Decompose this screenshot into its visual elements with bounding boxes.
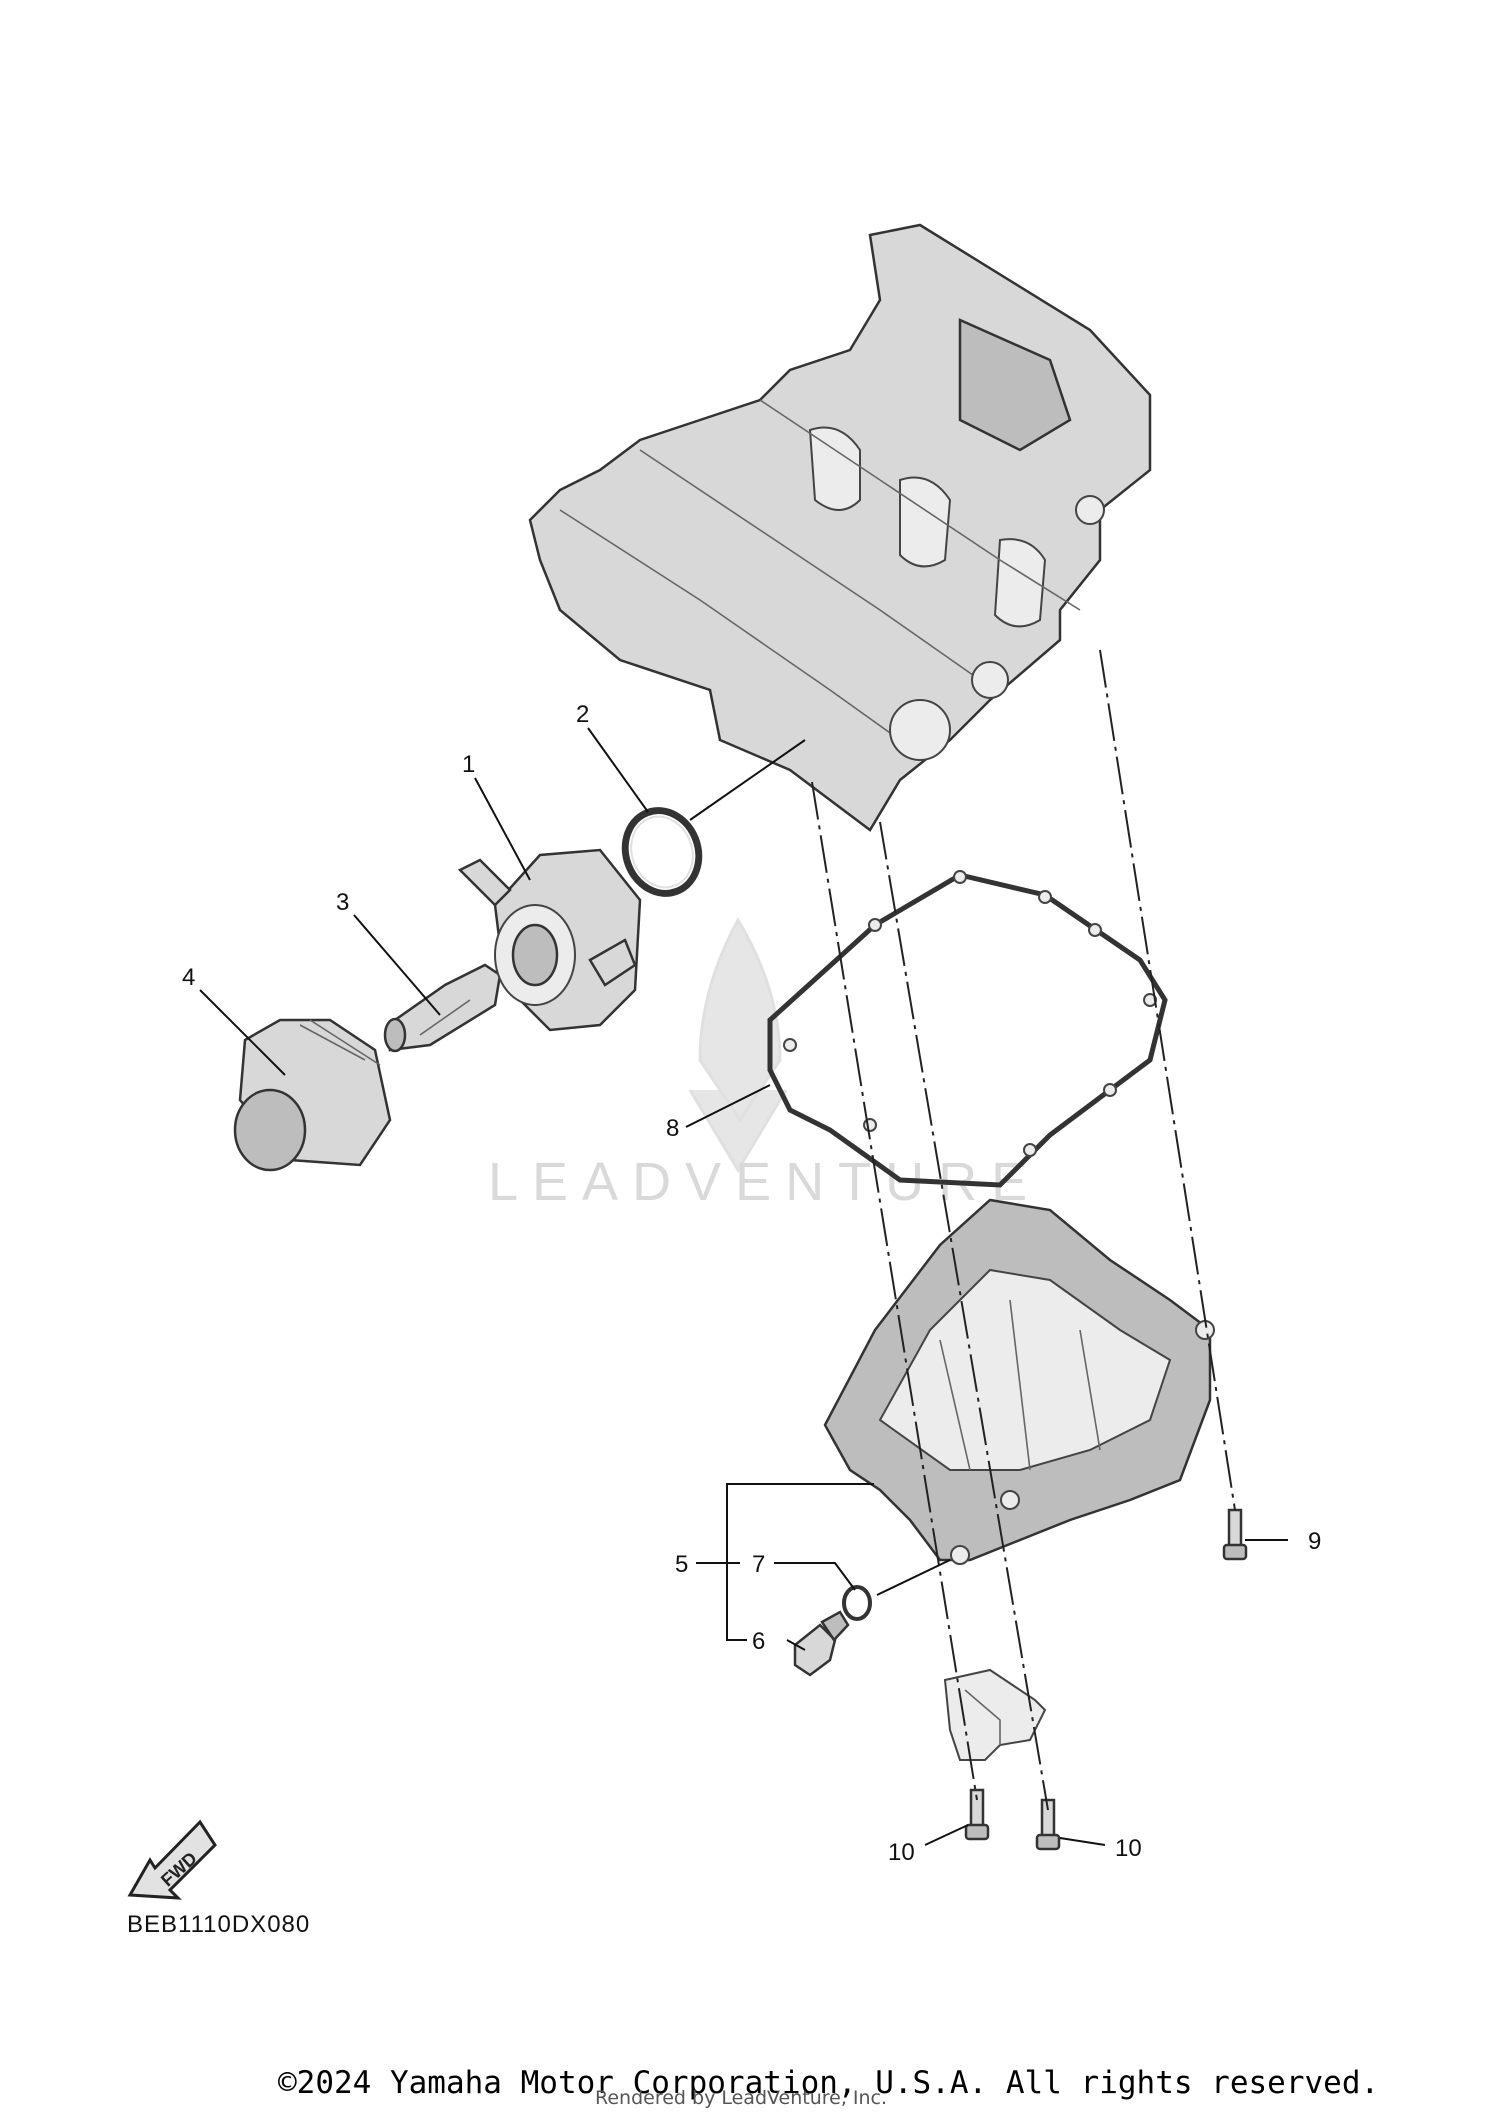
o-ring-icon [621, 807, 703, 897]
leader-lines [199, 727, 1288, 1846]
callout-6[interactable]: 6 [752, 1628, 765, 1655]
callouts: 1 2 3 4 5 6 7 8 9 10 10 [182, 701, 1321, 1866]
alignment-lines [811, 649, 1236, 1811]
callout-9[interactable]: 9 [1308, 1528, 1321, 1555]
oil-filter-icon [233, 1018, 392, 1172]
fwd-arrow-icon: FWD [127, 1819, 217, 1900]
oil-cooler-icon [457, 848, 642, 1032]
diagram-code: BEB1110DX080 [127, 1911, 310, 1938]
callout-7[interactable]: 7 [752, 1551, 765, 1578]
bracket-icon [943, 1668, 1047, 1761]
callout-10-left[interactable]: 10 [888, 1839, 915, 1866]
oil-pan-icon [823, 1198, 1215, 1565]
callout-4[interactable]: 4 [182, 964, 195, 991]
pan-gasket-icon [767, 870, 1168, 1188]
callout-8[interactable]: 8 [666, 1115, 679, 1142]
callout-10-right[interactable]: 10 [1115, 1835, 1142, 1862]
watermark-logo-icon [688, 916, 788, 1173]
gasket-ring-icon [842, 1585, 872, 1621]
callout-3[interactable]: 3 [336, 889, 349, 916]
copyright-text: ©2024 Yamaha Motor Corporation, U.S.A. A… [278, 2065, 1379, 2101]
rendered-by-text: Rendered by LeadVenture, Inc. [595, 2087, 887, 2109]
callout-2[interactable]: 2 [576, 701, 589, 728]
crankcase-icon [528, 223, 1152, 832]
bolt-icon [1035, 1798, 1061, 1851]
callout-5[interactable]: 5 [675, 1551, 688, 1578]
bolt-icon [1222, 1508, 1248, 1561]
bolt-icon [964, 1788, 990, 1841]
callout-1[interactable]: 1 [462, 751, 475, 778]
drain-plug-icon [793, 1610, 850, 1677]
union-bolt-icon [383, 963, 502, 1053]
